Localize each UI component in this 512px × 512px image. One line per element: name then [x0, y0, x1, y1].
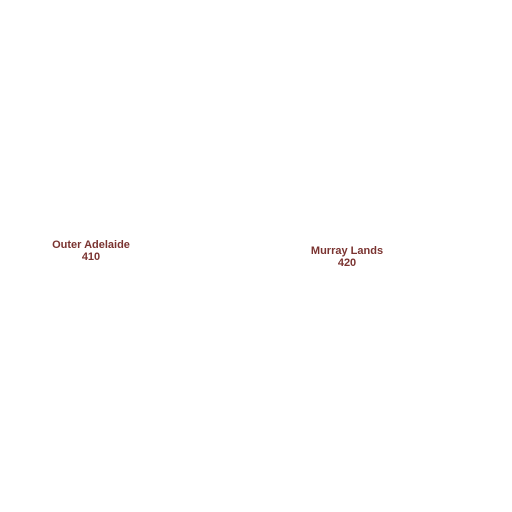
- region-label-murray-lands: Murray Lands 420: [311, 245, 383, 269]
- region-code: 420: [337, 257, 357, 269]
- region-code: 410: [81, 251, 101, 263]
- region-name: Outer Adelaide: [52, 239, 130, 251]
- region-name: Murray Lands: [310, 245, 384, 257]
- region-label-outer-adelaide: Outer Adelaide 410: [52, 239, 130, 263]
